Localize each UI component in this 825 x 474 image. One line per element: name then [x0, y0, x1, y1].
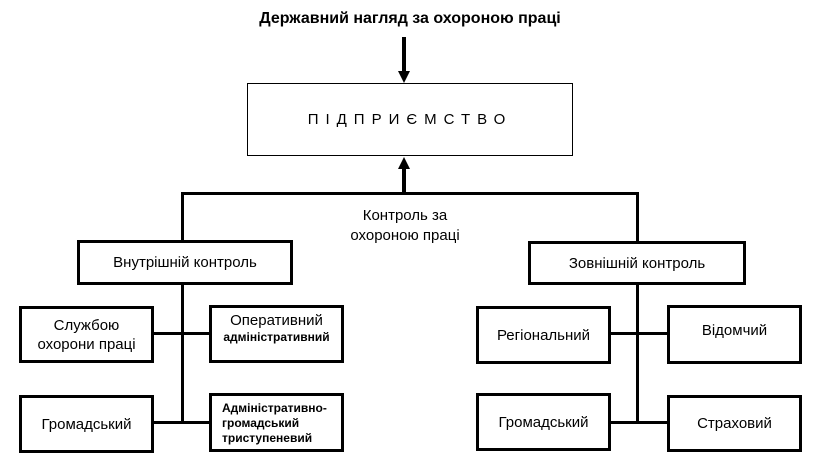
external-connector-bottom [610, 421, 668, 424]
external-insurance-label: Страховий [697, 415, 772, 432]
internal-connector-bottom [153, 421, 210, 424]
internal-three-level-line1: Адміністративно- [222, 401, 327, 415]
supervision-arrow-line [402, 37, 406, 73]
enterprise-box: ПІДПРИЄМСТВО [247, 83, 573, 156]
external-insurance-box: Страховий [667, 395, 802, 452]
external-regional-box: Регіональний [476, 306, 611, 364]
internal-three-level-line2: громадський [222, 416, 300, 430]
external-public-box: Громадський [476, 393, 611, 451]
internal-operational-box: Оперативний адміністративний [209, 305, 344, 363]
internal-connector-top [153, 332, 210, 335]
branch-right-line [636, 192, 639, 242]
internal-public-box: Громадський [19, 395, 154, 453]
external-departmental-box: Відомчий [667, 305, 802, 364]
internal-ohs-service-box: Службою охорони праці [19, 306, 154, 363]
diagram-title: Державний нагляд за охороною праці [259, 10, 561, 27]
internal-control-box: Внутрішній контроль [77, 240, 293, 285]
internal-public-label: Громадський [41, 415, 132, 433]
arrow-up-icon [398, 157, 410, 169]
branch-left-line [181, 192, 184, 241]
internal-control-label: Внутрішній контроль [113, 254, 257, 271]
internal-three-level-box: Адміністративно- громадський триступенев… [209, 393, 344, 452]
internal-ohs-service-line2: охорони праці [37, 335, 136, 353]
external-connector-top [610, 332, 668, 335]
external-control-label: Зовнішній контроль [568, 254, 706, 272]
enterprise-label: ПІДПРИЄМСТВО [307, 111, 513, 128]
external-control-box: Зовнішній контроль [528, 241, 746, 285]
external-trunk-line [636, 284, 639, 424]
branch-label: Контроль за охороною праці [300, 206, 510, 246]
internal-operational-line1: Оперативний [230, 312, 323, 329]
control-arrow-line [402, 168, 406, 195]
branch-label-line1: Контроль за [362, 207, 448, 224]
internal-operational-line2: адміністративний [223, 330, 330, 344]
internal-three-level-line3: триступеневий [222, 431, 313, 445]
external-public-label: Громадський [498, 413, 589, 431]
external-regional-label: Регіональний [496, 326, 591, 344]
branch-label-line2: охороною праці [350, 227, 460, 244]
internal-ohs-service-line1: Службою [53, 316, 120, 334]
branch-horizontal-line [181, 192, 639, 195]
external-departmental-label: Відомчий [701, 322, 768, 339]
internal-trunk-line [181, 284, 184, 424]
arrow-down-icon [398, 71, 410, 83]
